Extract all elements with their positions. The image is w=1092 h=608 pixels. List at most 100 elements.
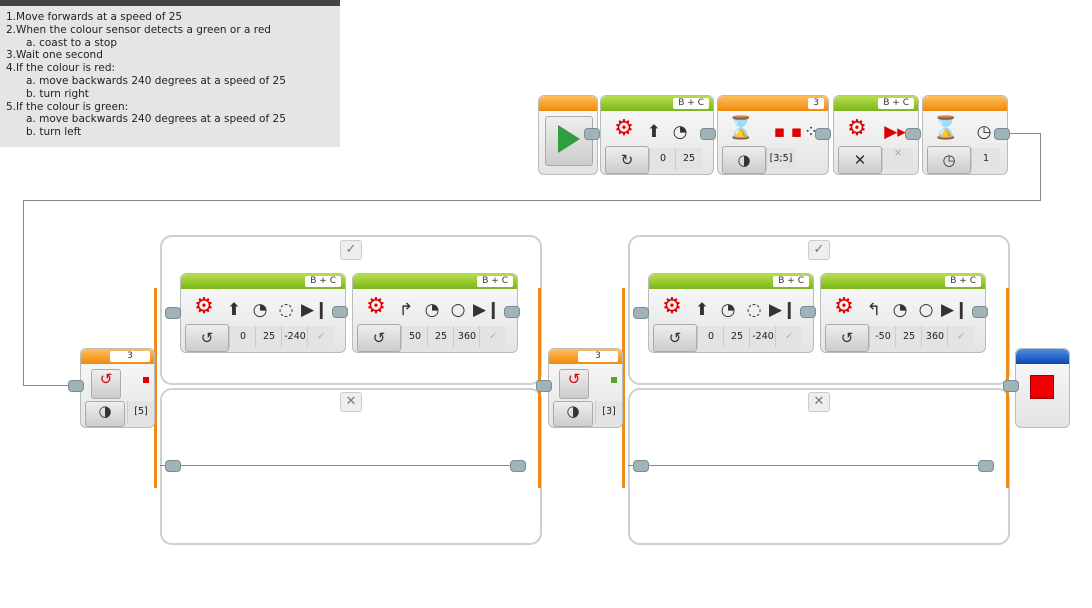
motor-icon: ⌛: [727, 116, 755, 141]
switch-mode-icon[interactable]: ↺: [91, 369, 121, 399]
port-selector[interactable]: B + C: [477, 276, 513, 287]
parameter-value[interactable]: 0: [649, 148, 676, 170]
wait-color-block[interactable]: 3⌛◑▪ ▪⁘[3;5]: [717, 95, 829, 175]
compare-value[interactable]: [3;5]: [766, 148, 795, 170]
parameter-value[interactable]: 0: [697, 326, 724, 348]
parameter-value[interactable]: 25: [255, 326, 282, 348]
degrees-full-icon: ○: [450, 300, 466, 320]
case-false-tab[interactable]: ✕: [340, 392, 362, 412]
sequence-plug[interactable]: [633, 307, 649, 319]
port-selector[interactable]: B + C: [945, 276, 981, 287]
mode-selector[interactable]: ↻: [605, 146, 649, 174]
parameter-value[interactable]: ✓: [307, 326, 334, 348]
port-selector[interactable]: B + C: [305, 276, 341, 287]
sequence-wire: [23, 385, 73, 386]
color-set-value[interactable]: [5]: [127, 401, 154, 423]
degrees-partial-icon: ◌: [746, 300, 762, 320]
sequence-plug[interactable]: [165, 307, 181, 319]
parameter-value[interactable]: 25: [895, 326, 922, 348]
sequence-plug[interactable]: [165, 460, 181, 472]
parameter-value[interactable]: 50: [401, 326, 428, 348]
start-button[interactable]: [545, 116, 593, 166]
stop-icon: [1030, 375, 1054, 399]
sequence-plug[interactable]: [510, 460, 526, 472]
seconds-value[interactable]: 1: [971, 148, 1000, 170]
port-selector[interactable]: B + C: [773, 276, 809, 287]
case-true-tab[interactable]: ✓: [808, 240, 830, 260]
sequence-plug[interactable]: [800, 306, 816, 318]
switch-mode-icon[interactable]: ↺: [559, 369, 589, 399]
case-false-tab[interactable]: ✕: [808, 392, 830, 412]
motor-icon: ⚙: [662, 294, 682, 319]
mode-selector[interactable]: ↺: [357, 324, 401, 352]
wait-time-block[interactable]: ⌛◷◷1: [922, 95, 1008, 175]
parameter-value[interactable]: ✓: [479, 326, 506, 348]
parameter-value[interactable]: ✓: [947, 326, 974, 348]
sequence-plug[interactable]: [1003, 380, 1019, 392]
parameter-value[interactable]: ✓: [775, 326, 802, 348]
sequence-plug[interactable]: [536, 380, 552, 392]
up-arrow-icon: ⬆: [694, 300, 710, 320]
mode-selector[interactable]: ↺: [653, 324, 697, 352]
sequence-plug[interactable]: [905, 128, 921, 140]
turn-right-icon: ↱: [398, 300, 414, 320]
turn-left-icon: ↰: [866, 300, 882, 320]
color-set-icon: ⁘: [803, 122, 819, 142]
mode-selector[interactable]: ↺: [185, 324, 229, 352]
port-selector[interactable]: 3: [578, 351, 618, 362]
parameter-value[interactable]: 25: [427, 326, 454, 348]
sequence-plug[interactable]: [994, 128, 1010, 140]
stop-program-block[interactable]: [1015, 348, 1070, 428]
speed-icon: ◔: [672, 122, 688, 142]
sequence-plug[interactable]: [978, 460, 994, 472]
sensor-mode-selector[interactable]: ◑: [85, 401, 125, 427]
switch-block[interactable]: 3 ↺◑[5]: [80, 348, 155, 428]
sequence-plug[interactable]: [504, 306, 520, 318]
parameter-value[interactable]: 25: [723, 326, 750, 348]
comment-line: 5.If the colour is green:: [6, 100, 129, 113]
stop-header: [1016, 349, 1069, 364]
port-selector[interactable]: 3: [808, 98, 824, 109]
sequence-plug[interactable]: [815, 128, 831, 140]
switch-block[interactable]: 3 ↺◑[3]: [548, 348, 623, 428]
brake-icon: ▶❙: [301, 300, 329, 320]
stopwatch-icon: ◷: [976, 122, 992, 142]
comment-line: 2.When the colour sensor detects a green…: [6, 23, 271, 36]
sequence-plug[interactable]: [68, 380, 84, 392]
mode-selector[interactable]: ✕: [838, 146, 882, 174]
brake-at-end[interactable]: ✕: [882, 148, 913, 170]
brake-icon: ▶❙: [769, 300, 797, 320]
sequence-plug[interactable]: [332, 306, 348, 318]
parameter-value[interactable]: -240: [749, 326, 776, 348]
color-set-value[interactable]: [3]: [595, 401, 622, 423]
parameter-value[interactable]: 360: [453, 326, 480, 348]
play-icon: [558, 125, 580, 153]
sensor-mode-selector[interactable]: ◑: [553, 401, 593, 427]
sequence-plug[interactable]: [972, 306, 988, 318]
parameter-value[interactable]: 25: [675, 148, 702, 170]
parameter-value[interactable]: 0: [229, 326, 256, 348]
sequence-wire: [23, 200, 1041, 201]
port-selector[interactable]: B + C: [878, 98, 914, 109]
degrees-full-icon: ○: [918, 300, 934, 320]
port-selector[interactable]: B + C: [673, 98, 709, 109]
port-selector[interactable]: 3: [110, 351, 150, 362]
case-true-tab[interactable]: ✓: [340, 240, 362, 260]
mode-selector[interactable]: ↺: [825, 324, 869, 352]
parameter-value[interactable]: -240: [281, 326, 308, 348]
parameter-value[interactable]: 360: [921, 326, 948, 348]
up-arrow-icon: ⬆: [646, 122, 662, 142]
mode-selector[interactable]: ◑: [722, 146, 766, 174]
parameter-value[interactable]: -50: [869, 326, 896, 348]
sequence-plug[interactable]: [700, 128, 716, 140]
comment-line: 1.Move forwards at a speed of 25: [6, 11, 183, 23]
sequence-plug[interactable]: [584, 128, 600, 140]
sequence-plug[interactable]: [633, 460, 649, 472]
mode-selector[interactable]: ◷: [927, 146, 971, 174]
